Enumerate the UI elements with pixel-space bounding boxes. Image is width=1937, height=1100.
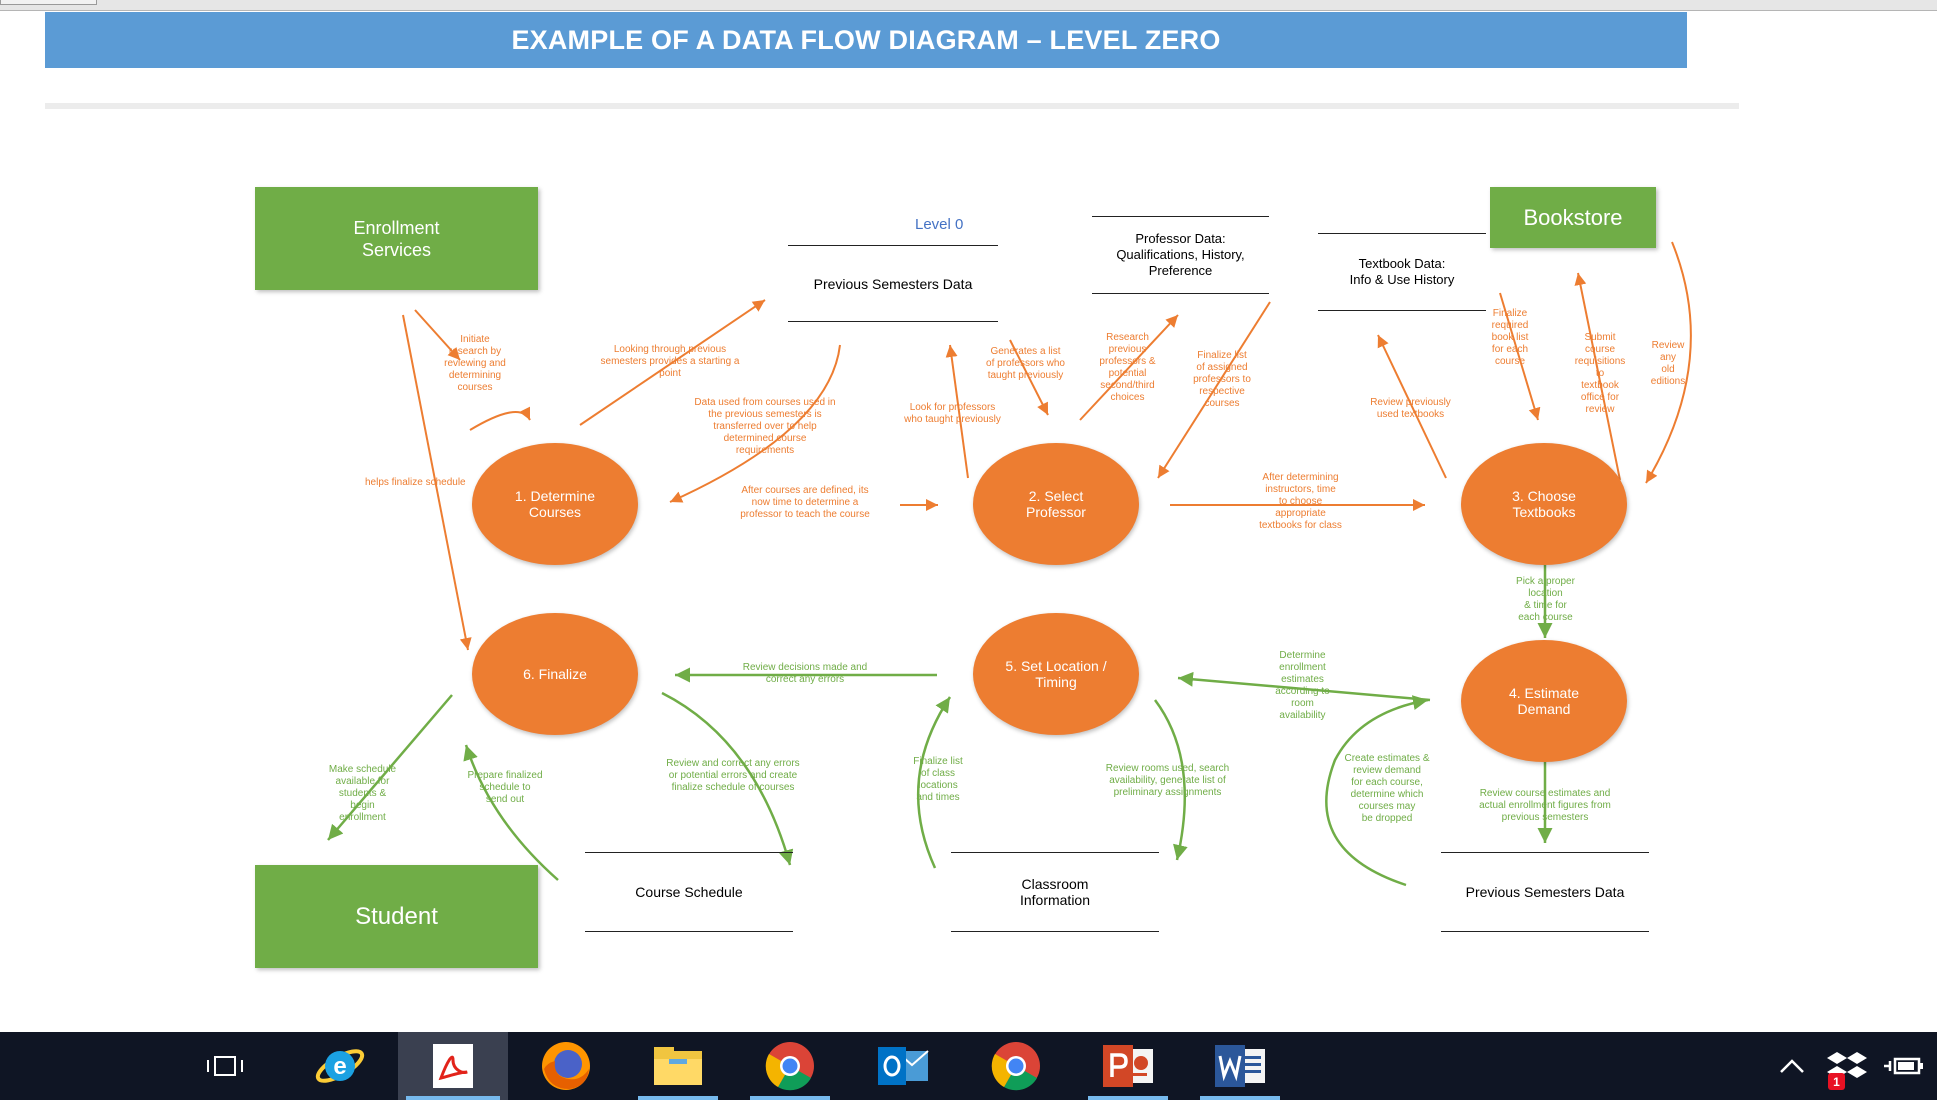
flow-arrow [327, 694, 453, 841]
flow-label: Review rooms used, search availability, … [1105, 763, 1230, 798]
taskbar-adobe-acrobat[interactable] [398, 1032, 508, 1100]
store-textbook-data: Textbook Data: Info & Use History [1318, 233, 1486, 311]
flow-label: Finalize list of assigned professors to … [1193, 350, 1251, 409]
flow-label: Review previously used textbooks [1370, 397, 1451, 420]
flow-arrow [669, 344, 841, 503]
entity-enrollment-services: Enrollment Services [255, 187, 538, 290]
flow-label: After determining instructors, time to c… [1259, 472, 1342, 531]
battery-icon [1884, 1057, 1923, 1075]
internet-explorer-icon: e [315, 1049, 365, 1083]
process-set-location-timing: 5. Set Location / Timing [973, 613, 1139, 735]
running-indicator [750, 1096, 830, 1100]
flow-arrow [579, 299, 766, 426]
flow-label: Review decisions made and correct any er… [742, 662, 868, 685]
svg-text:e: e [333, 1053, 346, 1080]
process-determine-courses: 1. Determine Courses [472, 443, 638, 565]
flow-arrow [1645, 241, 1692, 484]
taskbar-powerpoint[interactable] [1080, 1032, 1176, 1100]
outlook-icon [878, 1047, 929, 1085]
process-select-professor: 2. Select Professor [973, 443, 1139, 565]
task-view-icon [207, 1056, 243, 1076]
flow-arrow [945, 344, 969, 479]
flow-label: Finalize list of class locations and tim… [913, 756, 963, 803]
process-estimate-demand: 4. Estimate Demand [1461, 640, 1627, 762]
flow-arrow [1574, 272, 1621, 481]
taskbar-internet-explorer[interactable]: e [292, 1032, 388, 1100]
flow-label: Review course estimates and actual enrol… [1479, 788, 1611, 823]
flow-label: Looking through previous semesters provi… [600, 344, 740, 379]
flow-arrow [1009, 339, 1049, 416]
flow-arrow [1177, 671, 1431, 702]
flow-label: Pick a proper location & time for each c… [1516, 576, 1575, 623]
chrome-icon [991, 1042, 1040, 1091]
flow-label: Look for professors who taught previousl… [904, 402, 1001, 425]
taskbar-firefox[interactable] [518, 1032, 614, 1100]
flow-arrow [1499, 292, 1541, 421]
running-indicator [1088, 1096, 1168, 1100]
flow-arrow [661, 691, 794, 866]
flow-label: Review and correct any errors or potenti… [666, 758, 800, 793]
store-professor-data: Professor Data: Qualifications, History,… [1092, 216, 1269, 294]
flow-arrow [1325, 695, 1429, 887]
page-title: EXAMPLE OF A DATA FLOW DIAGRAM – LEVEL Z… [45, 12, 1687, 68]
taskbar-chrome-1[interactable] [742, 1032, 838, 1100]
chrome-icon [765, 1042, 814, 1091]
flow-arrow [1377, 334, 1447, 479]
tray-dropbox[interactable]: 1 [1820, 1032, 1876, 1100]
firefox-icon [542, 1042, 590, 1090]
file-explorer-icon [654, 1047, 702, 1085]
taskbar-task-view[interactable] [180, 1032, 270, 1100]
flow-label: Data used from courses used in the previ… [694, 397, 836, 456]
taskbar-chrome-2[interactable] [968, 1032, 1064, 1100]
powerpoint-icon [1103, 1045, 1153, 1087]
flow-arrow [916, 696, 952, 869]
store-previous-semesters-top: Previous Semesters Data [788, 245, 998, 322]
flow-arrow [1079, 314, 1179, 421]
chevron-up-icon [1780, 1059, 1804, 1073]
store-previous-semesters-bottom: Previous Semesters Data [1441, 852, 1649, 932]
entity-student: Student [255, 865, 538, 968]
store-course-schedule: Course Schedule [585, 852, 793, 932]
flow-label: Initiate research by reviewing and deter… [444, 334, 506, 393]
flow-label: After courses are defined, its now time … [740, 485, 870, 520]
window-tab[interactable] [0, 0, 97, 5]
flow-label: Review any old editions [1650, 340, 1686, 387]
flow-arrow [1153, 699, 1188, 861]
adobe-acrobat-icon [433, 1044, 473, 1088]
flow-label: Submit course requisitions to textbook o… [1574, 332, 1626, 415]
flow-label: Generates a list of professors who taugh… [986, 346, 1065, 381]
entity-bookstore: Bookstore [1490, 187, 1656, 248]
dropbox-icon [1827, 1052, 1867, 1078]
flow-label: helps finalize schedule [365, 477, 466, 488]
taskbar-word[interactable] [1192, 1032, 1288, 1100]
flow-arrow [469, 406, 531, 431]
notification-badge: 1 [1828, 1073, 1845, 1090]
active-indicator [406, 1096, 500, 1100]
flow-label: Determine enrollment estimates according… [1275, 650, 1330, 721]
flow-arrow [402, 314, 472, 651]
flow-label: Create estimates & review demand for eac… [1344, 753, 1430, 824]
process-finalize: 6. Finalize [472, 613, 638, 735]
flow-label: Research previous professors & potential… [1099, 332, 1156, 403]
tray-power[interactable] [1876, 1032, 1932, 1100]
running-indicator [638, 1096, 718, 1100]
document-viewer: EXAMPLE OF A DATA FLOW DIAGRAM – LEVEL Z… [0, 0, 1937, 968]
flow-arrow [414, 309, 461, 361]
tray-show-hidden-icons[interactable] [1768, 1032, 1816, 1100]
level-label: Level 0 [915, 216, 964, 233]
divider [45, 103, 1739, 109]
flow-arrow [463, 744, 559, 881]
flow-label: Make schedule available for students & b… [328, 764, 397, 823]
store-classroom-information: Classroom Information [951, 852, 1159, 932]
data-flow-diagram [327, 241, 1692, 887]
running-indicator [1200, 1096, 1280, 1100]
word-icon [1215, 1045, 1265, 1087]
process-choose-textbooks: 3. Choose Textbooks [1461, 443, 1627, 565]
flow-label: Prepare finalized schedule to send out [467, 770, 543, 805]
taskbar-outlook[interactable] [855, 1032, 951, 1100]
window-top-edge [0, 0, 1937, 11]
taskbar-file-explorer[interactable] [630, 1032, 726, 1100]
flow-arrow [1157, 301, 1271, 479]
flow-label: Finalize required book list for each cou… [1491, 308, 1529, 367]
